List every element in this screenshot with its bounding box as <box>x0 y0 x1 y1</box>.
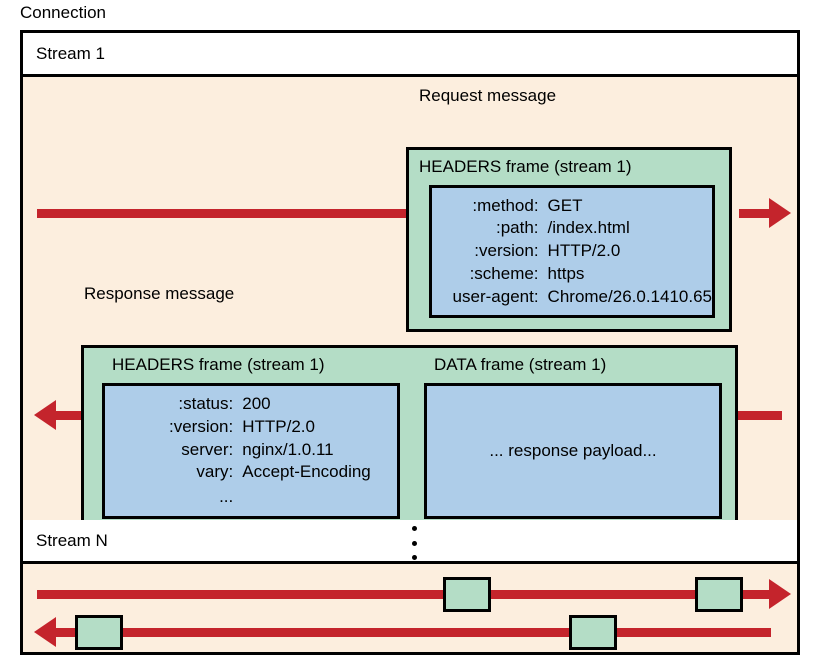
header-row: server: nginx/1.0.11 <box>105 439 397 462</box>
header-key: :version: <box>168 416 234 436</box>
stream-n-inbound-line <box>55 628 771 637</box>
header-value: https <box>547 263 585 283</box>
stream-n-title: Stream N <box>36 530 108 550</box>
stream-n-inbound-frame-block <box>569 615 617 650</box>
response-headers-frame-title: HEADERS frame (stream 1) <box>112 355 325 374</box>
response-arrow-line-right <box>734 411 782 420</box>
header-row: user-agent: Chrome/26.0.1410.65 <box>432 286 712 309</box>
header-row: :status: 200 <box>105 393 397 416</box>
header-key: user-agent: <box>452 286 539 306</box>
header-key: :scheme: <box>469 263 539 283</box>
request-headers-frame: HEADERS frame (stream 1) :method:GET:pat… <box>406 147 732 332</box>
stream-n-inbound-frame-block <box>75 615 123 650</box>
header-continuation: ... <box>219 487 234 507</box>
header-value: GET <box>547 195 583 215</box>
response-payload-text: ... response payload... <box>489 441 657 460</box>
request-headers-table: :method: GET :path: /index.html :version: HTT… <box>432 195 712 309</box>
response-arrow-head <box>34 400 56 430</box>
header-value: /index.html <box>547 218 630 238</box>
header-key: server: <box>181 439 234 459</box>
response-headers-payload: :status: 200 :version: HTTP/2.0 server: nginx… <box>102 383 400 519</box>
header-key: :method: <box>472 195 539 215</box>
header-key: :status: <box>178 394 234 414</box>
header-value: HTTP/2.0 <box>547 241 621 261</box>
stream-1-body: HEADERS frame (stream 1) :method:GET:pat… <box>23 77 797 534</box>
header-value: Accept-Encoding <box>242 462 371 482</box>
request-arrow-head <box>769 198 791 228</box>
stream-n-outbound-frame-block <box>695 577 743 612</box>
stream-n-inbound-arrow-head <box>34 617 56 647</box>
request-arrow-line-left <box>37 209 407 218</box>
response-message-label: Response message <box>84 284 235 303</box>
header-value: 200 <box>242 394 271 414</box>
stream-1-header: Stream 1 <box>23 33 797 77</box>
header-row: :version: HTTP/2.0 <box>432 240 712 263</box>
request-headers-payload: :method: GET :path: /index.html :version: HTT… <box>429 185 715 318</box>
header-row: :method: GET <box>432 195 712 218</box>
stream-ellipsis-icon <box>409 526 419 560</box>
header-continuation-row: ... <box>105 484 397 509</box>
stream-n-body <box>23 564 797 652</box>
request-arrow-line-right <box>739 209 771 218</box>
header-key: vary: <box>196 462 234 482</box>
header-row: :path: /index.html <box>432 217 712 240</box>
header-row: :scheme: https <box>432 263 712 286</box>
response-arrow-line-left <box>55 411 85 420</box>
stream-n-header: Stream N <box>23 520 797 564</box>
header-value: Chrome/26.0.1410.65 <box>547 286 712 306</box>
header-continuation-spacer <box>242 484 397 509</box>
header-key: :path: <box>496 218 539 238</box>
connection-box: Stream 1 HEADERS frame (stream 1) :metho… <box>20 30 800 655</box>
response-message-frame: :status: 200 :version: HTTP/2.0 server: nginx… <box>81 345 738 534</box>
request-message-label: Request message <box>419 86 557 105</box>
stream-n-outbound-line <box>37 590 771 599</box>
response-headers-table: :status: 200 :version: HTTP/2.0 server: nginx… <box>105 393 397 509</box>
header-value: nginx/1.0.11 <box>242 439 334 459</box>
connection-label: Connection <box>20 3 107 22</box>
header-row: vary: Accept-Encoding <box>105 461 397 484</box>
stream-1-title: Stream 1 <box>36 43 105 63</box>
response-data-payload: ... response payload... <box>424 383 722 519</box>
stream-n-outbound-arrow-head <box>769 579 791 609</box>
response-data-frame-title: DATA frame (stream 1) <box>434 355 607 374</box>
header-value: HTTP/2.0 <box>242 416 315 436</box>
request-frame-title: HEADERS frame (stream 1) <box>419 157 632 176</box>
header-row: :version: HTTP/2.0 <box>105 416 397 439</box>
header-key: :version: <box>474 241 539 261</box>
stream-n-outbound-frame-block <box>443 577 491 612</box>
